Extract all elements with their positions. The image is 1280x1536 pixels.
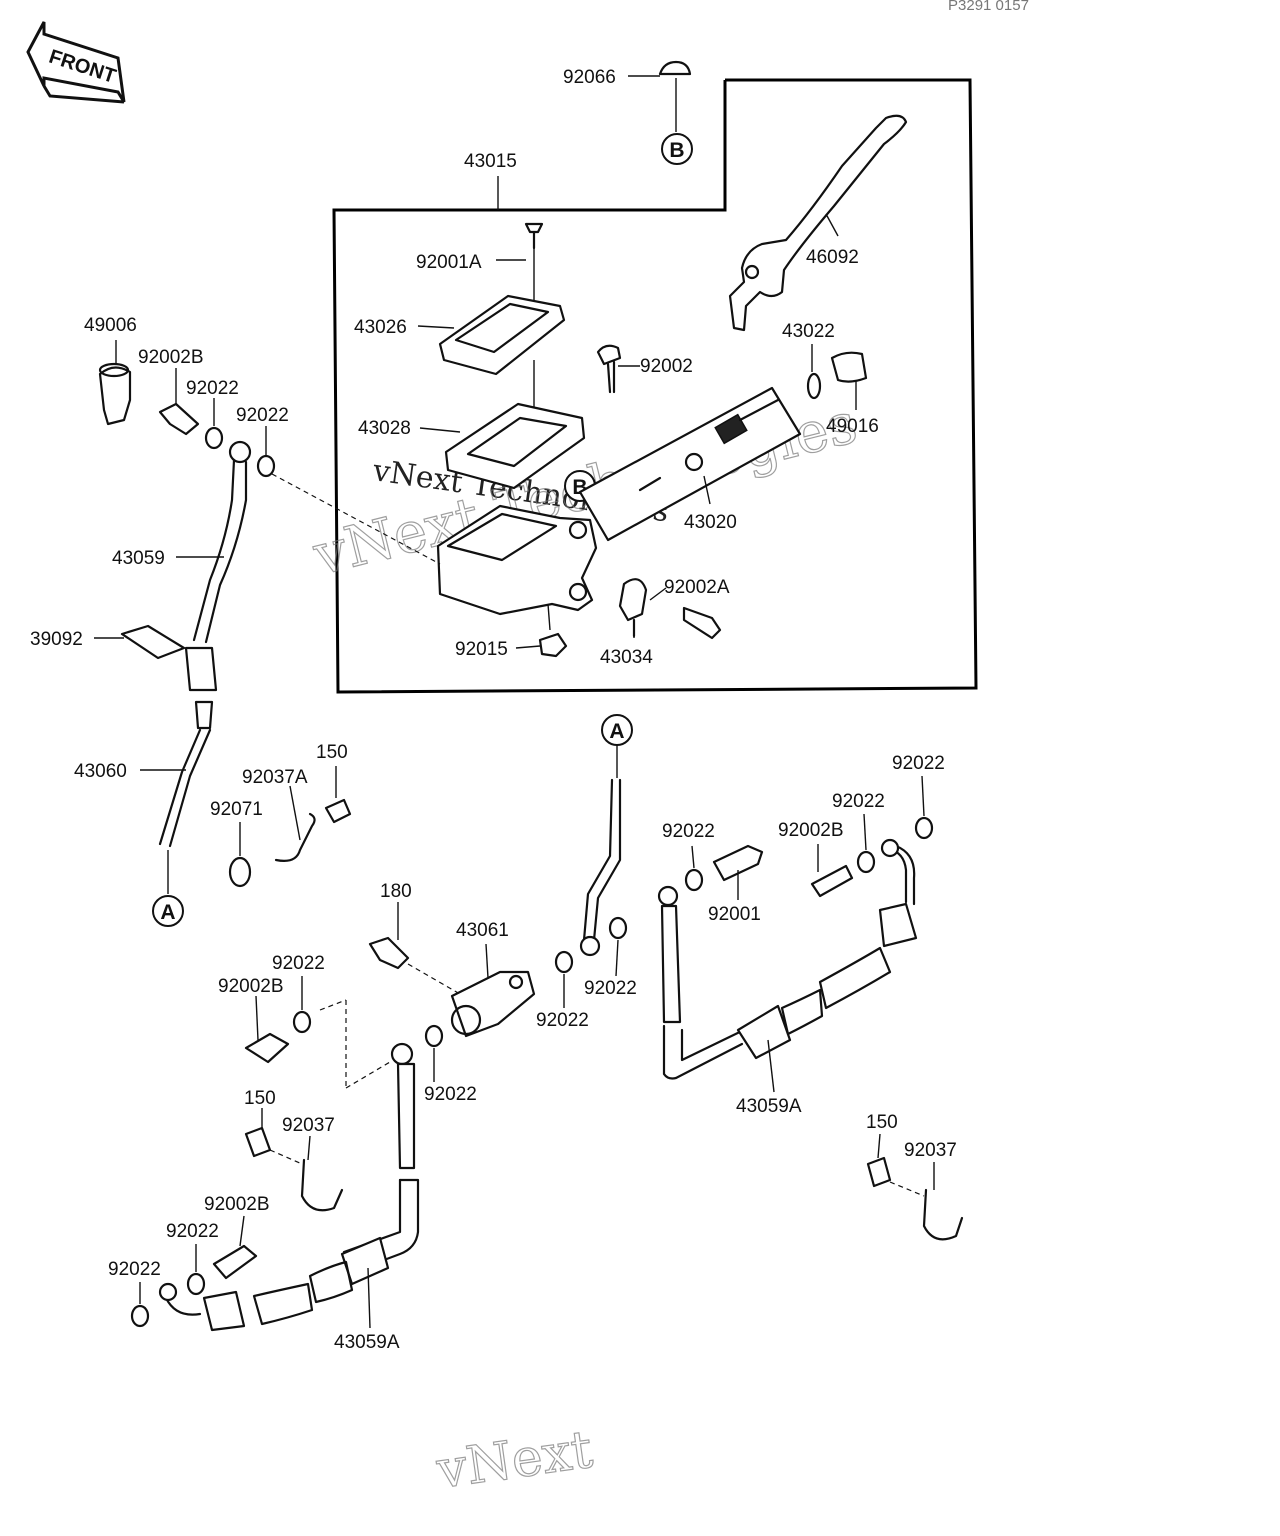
brake-hose-43059-part — [184, 440, 252, 692]
front-arrow-icon: FRONT — [26, 21, 126, 104]
part-label: 43059A — [334, 1332, 400, 1353]
clip-39092-part — [120, 624, 186, 660]
reservoir-lid-part — [438, 248, 566, 376]
part-label: 92022 — [536, 1010, 589, 1031]
part-labels: 92066 43015 46092 92001A 43026 92002 430… — [30, 67, 957, 1353]
part-label: 43059A — [736, 1096, 802, 1117]
part-label: 92022 — [272, 953, 325, 974]
part-label: 92002B — [138, 347, 204, 368]
bolt-180-part — [368, 936, 461, 995]
svg-text:A: A — [609, 720, 624, 743]
part-label: 92037 — [282, 1115, 335, 1136]
pivot-parts — [806, 351, 868, 400]
part-label: 92022 — [892, 753, 945, 774]
part-label: 49006 — [84, 315, 137, 336]
part-label: 92022 — [584, 978, 637, 999]
screw-92001A-part — [524, 222, 544, 250]
part-label: 92022 — [662, 821, 715, 842]
master-cylinder-body-part — [436, 504, 598, 631]
part-label: 92001A — [416, 252, 482, 273]
part-label: 92022 — [186, 378, 239, 399]
part-label: 43059 — [112, 548, 165, 569]
part-label: 92002 — [640, 356, 693, 377]
part-label: 92002B — [218, 976, 284, 997]
part-label: 39092 — [30, 629, 83, 650]
part-label: 92002A — [664, 577, 730, 598]
part-label: 150 — [866, 1112, 898, 1133]
brake-hose-43060-part — [158, 700, 214, 894]
part-label: 150 — [316, 742, 348, 763]
part-label: 92037 — [904, 1140, 957, 1161]
header-code: P3291 0157 — [948, 0, 1029, 14]
bolt-92001-part — [712, 844, 854, 898]
leader-lines — [94, 75, 935, 1329]
part-label: 46092 — [806, 247, 859, 268]
banjo-bolt-lower-left-part — [244, 999, 391, 1089]
part-label: 92022 — [108, 1259, 161, 1280]
part-label: 92022 — [832, 791, 885, 812]
diaphragm-part — [444, 360, 586, 490]
part-label: 150 — [244, 1088, 276, 1109]
svg-text:B: B — [669, 139, 684, 162]
part-label: 43060 — [74, 761, 127, 782]
callout-a-right: A — [601, 714, 633, 746]
part-label: 92022 — [236, 405, 289, 426]
hose-43059A-left-part — [158, 1042, 420, 1332]
callout-a-left: A — [152, 895, 184, 927]
brake-hose-43059A-right-part — [657, 838, 918, 1080]
lower-left-small-parts — [130, 1126, 344, 1328]
grommet-92071-part — [228, 822, 252, 888]
bolt-92002-part — [596, 344, 622, 394]
banjo-bolt-top-left-part — [158, 368, 200, 436]
piston-kit-part — [578, 386, 802, 542]
pin-and-bolt-part — [274, 766, 352, 862]
brake-lever-part — [728, 114, 908, 332]
part-label: 43028 — [358, 418, 411, 439]
joint-43061-part — [450, 970, 536, 1038]
part-label: 43061 — [456, 920, 509, 941]
part-label: 92002B — [778, 820, 844, 841]
part-label: 92071 — [210, 799, 263, 820]
svg-text:vNext: vNext — [432, 1420, 596, 1501]
part-label: 92022 — [166, 1221, 219, 1242]
washers-middle-part — [292, 868, 704, 1048]
washers-right-part — [856, 816, 934, 874]
brake-line-a-part — [579, 745, 622, 957]
clamp-right-part — [866, 1156, 964, 1241]
cap-49006-part — [98, 340, 132, 426]
part-label: 92001 — [708, 904, 761, 925]
assembly-frame — [332, 78, 978, 694]
nut-92015-part — [538, 632, 568, 658]
part-label: 92037A — [242, 767, 308, 788]
svg-text:A: A — [160, 901, 175, 924]
part-label: 43026 — [354, 317, 407, 338]
part-label: 92022 — [424, 1084, 477, 1105]
part-label: 43034 — [600, 647, 653, 668]
clamp-part — [618, 578, 722, 640]
part-label: 180 — [380, 881, 412, 902]
part-label: 43022 — [782, 321, 835, 342]
part-label: 43015 — [464, 151, 517, 172]
washers-top-left-part — [204, 398, 441, 565]
reservoir-cap-part — [658, 60, 692, 132]
part-label: 92002B — [204, 1194, 270, 1215]
part-label: 43020 — [684, 512, 737, 533]
callout-b-top: B — [661, 133, 693, 165]
part-label: 49016 — [826, 416, 879, 437]
part-label: 92066 — [563, 67, 616, 88]
part-label: 92015 — [455, 639, 508, 660]
